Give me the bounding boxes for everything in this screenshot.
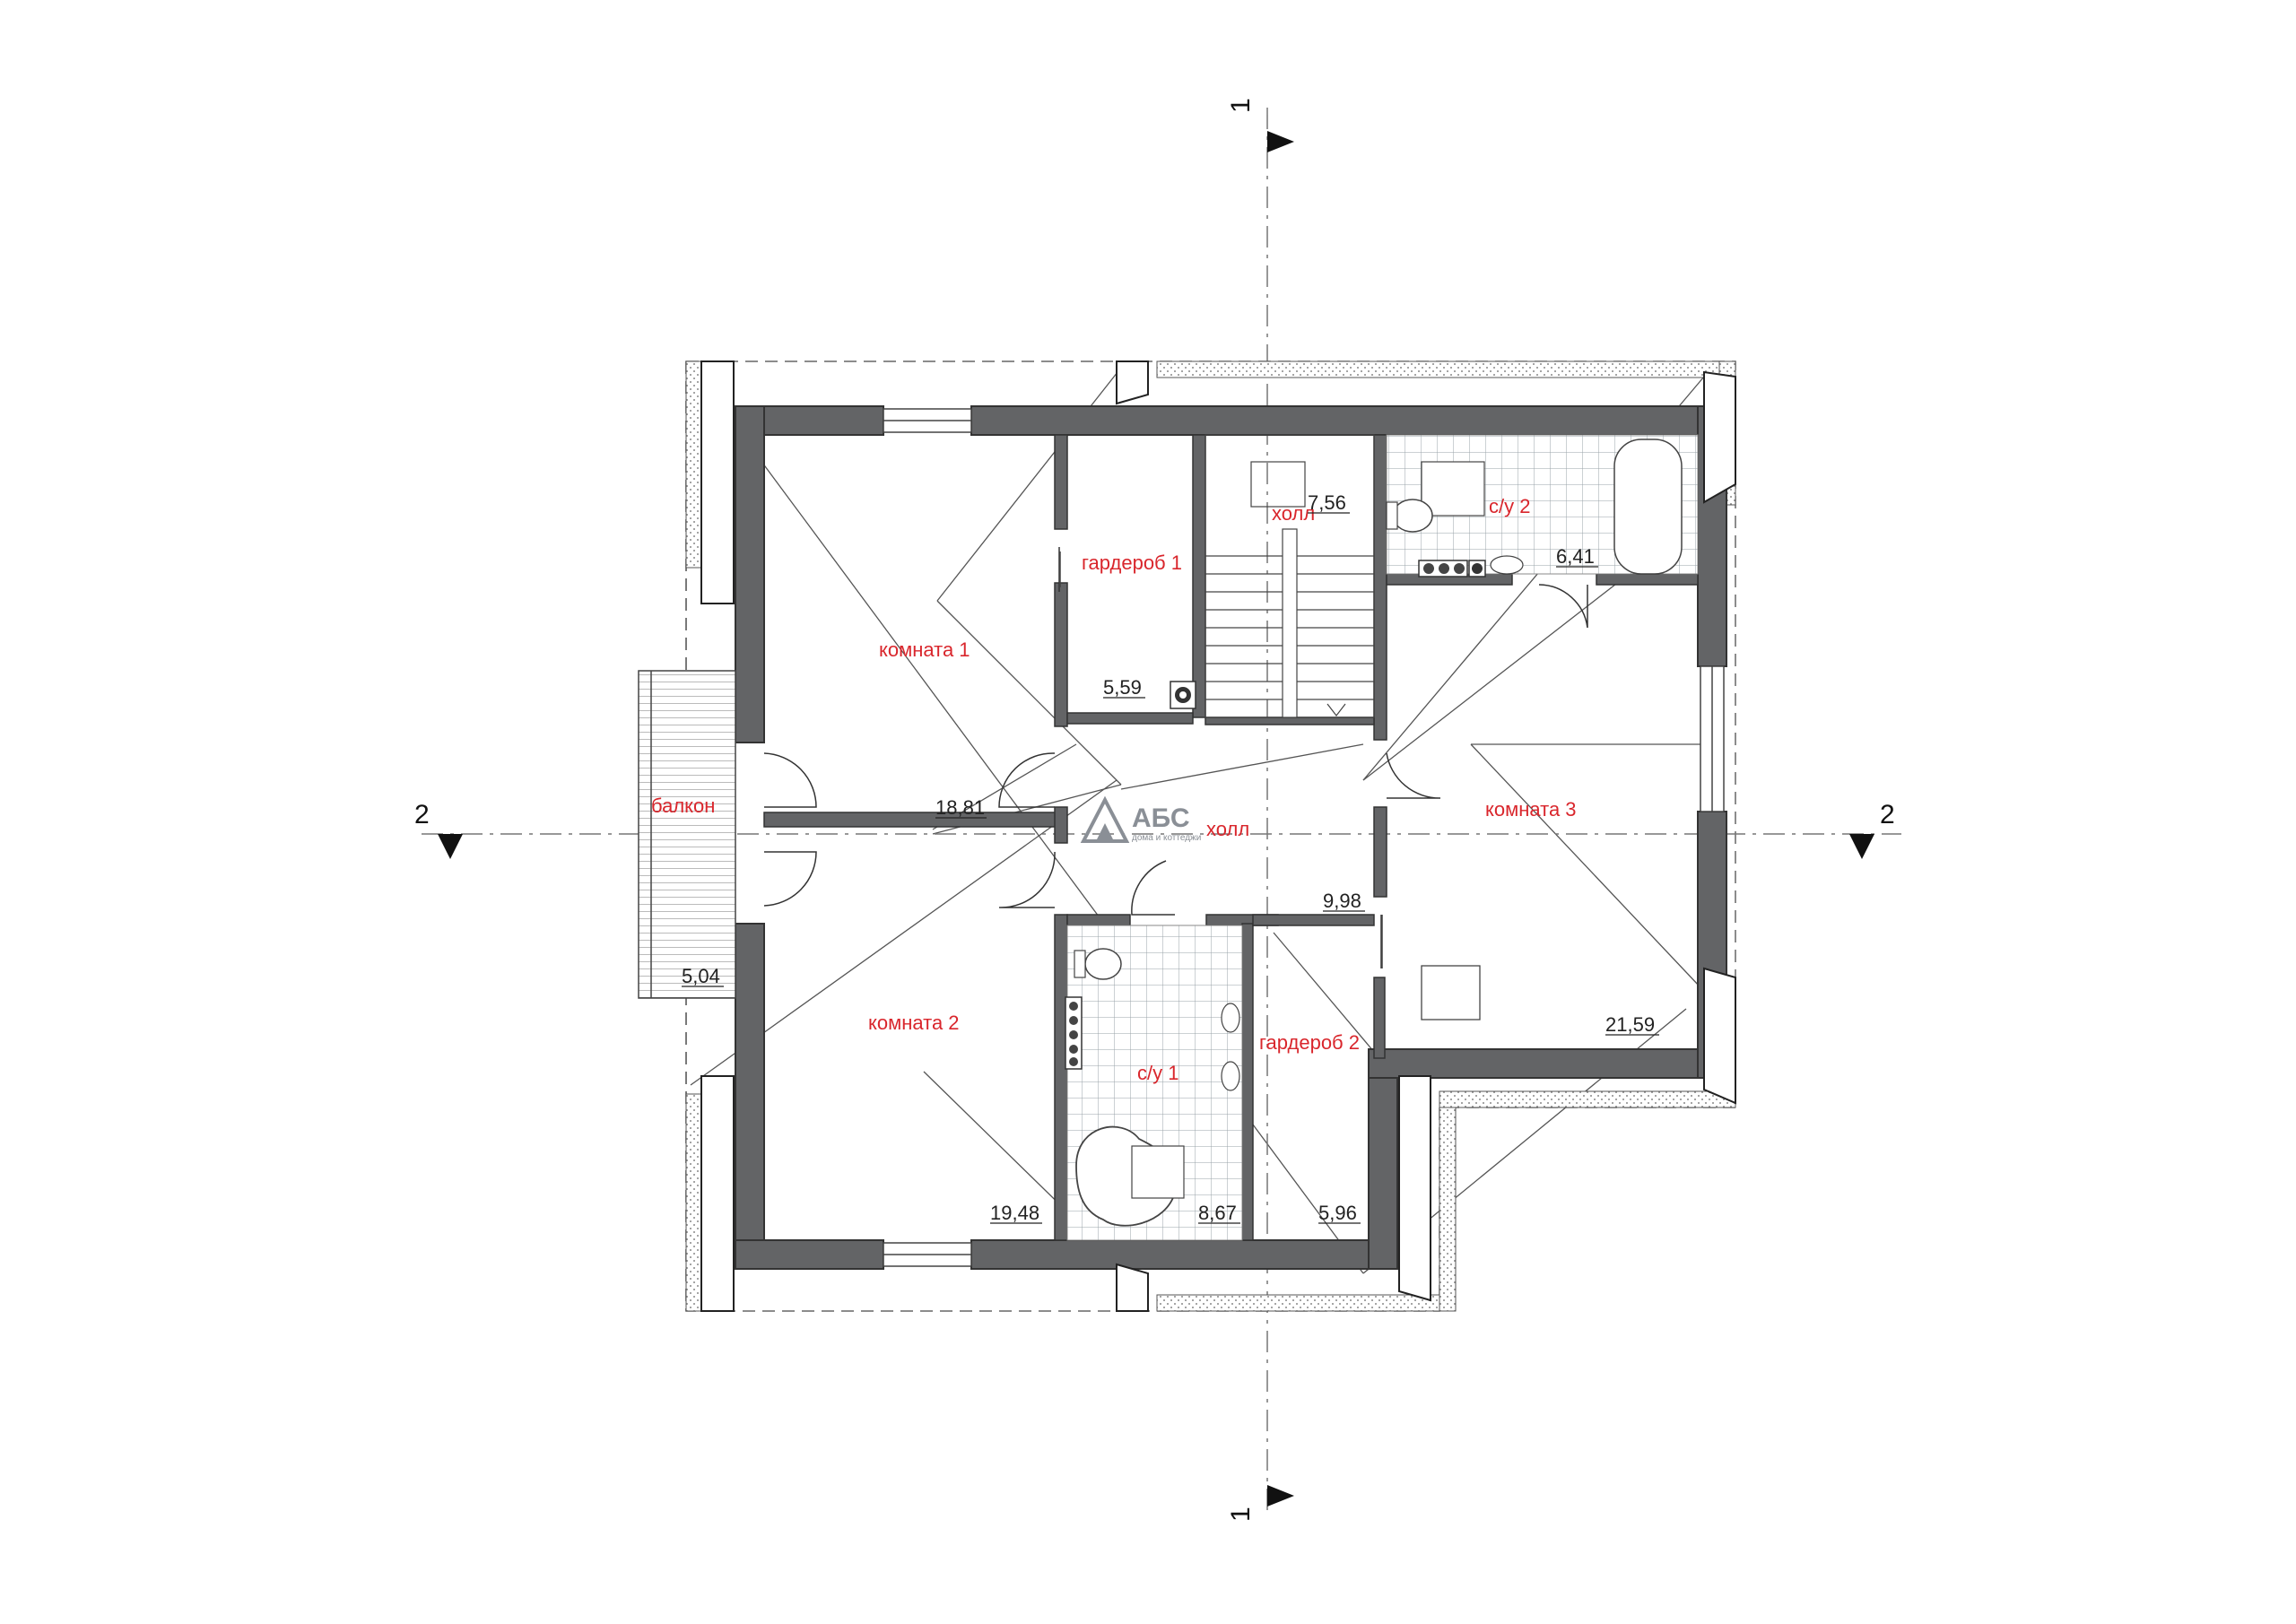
room-labels: комната 1 гардероб 1 холл с/у 2 балкон к… (651, 495, 1577, 1084)
area-su-1: 8,67 (1198, 1202, 1237, 1224)
room-label-komnata-1: комната 1 (879, 638, 970, 661)
area-holl-top: 7,56 (1308, 491, 1346, 514)
corner-posts (700, 360, 1736, 1312)
room-label-holl-center: холл (1206, 818, 1249, 840)
bathroom-2 (1386, 434, 1699, 578)
section-marker-bottom: 1 (1226, 1485, 1294, 1522)
svg-text:дома и коттеджи: дома и коттеджи (1132, 833, 1201, 843)
furniture (1421, 965, 1481, 1020)
room-label-balkon: балкон (651, 795, 715, 817)
interior-walls (763, 434, 1699, 1241)
balcony (638, 670, 736, 999)
area-balkon: 5,04 (682, 965, 720, 987)
bathroom-1 (1065, 925, 1243, 1241)
section-marker-right: 2 (1849, 800, 1895, 859)
room-label-garderob-1: гардероб 1 (1082, 551, 1182, 574)
closet-rails (1059, 551, 1383, 968)
exterior-walls (735, 405, 1728, 1270)
room-label-komnata-2: комната 2 (868, 1012, 960, 1034)
svg-text:2: 2 (1880, 800, 1895, 829)
area-su-2: 6,41 (1556, 545, 1595, 568)
area-komnata-3: 21,59 (1605, 1013, 1655, 1036)
area-labels: 18,81 5,59 7,56 6,41 5,04 21,59 19,48 8,… (682, 491, 1659, 1224)
washing-machine-icon (1170, 681, 1196, 709)
company-logo: АБС дома и коттеджи (1080, 795, 1201, 843)
svg-text:АБС: АБС (1132, 803, 1190, 833)
section-marker-top: 1 (1226, 98, 1294, 152)
area-komnata-2: 19,48 (990, 1202, 1039, 1224)
svg-text:1: 1 (1226, 98, 1256, 113)
windows (883, 408, 1725, 1267)
staircase (1205, 434, 1375, 718)
room-label-komnata-3: комната 3 (1485, 798, 1577, 821)
area-komnata-1: 18,81 (935, 796, 985, 819)
area-holl-center: 9,98 (1323, 890, 1361, 912)
area-garderob-2: 5,96 (1318, 1202, 1357, 1224)
section-marker-left: 2 (414, 800, 463, 859)
doors (763, 547, 1588, 968)
room-label-garderob-2: гардероб 2 (1259, 1031, 1360, 1054)
area-garderob-1: 5,59 (1103, 676, 1142, 699)
svg-text:1: 1 (1226, 1507, 1256, 1522)
room-label-su-1: с/у 1 (1137, 1062, 1178, 1084)
room-label-su-2: с/у 2 (1489, 495, 1530, 517)
svg-text:2: 2 (414, 800, 430, 829)
